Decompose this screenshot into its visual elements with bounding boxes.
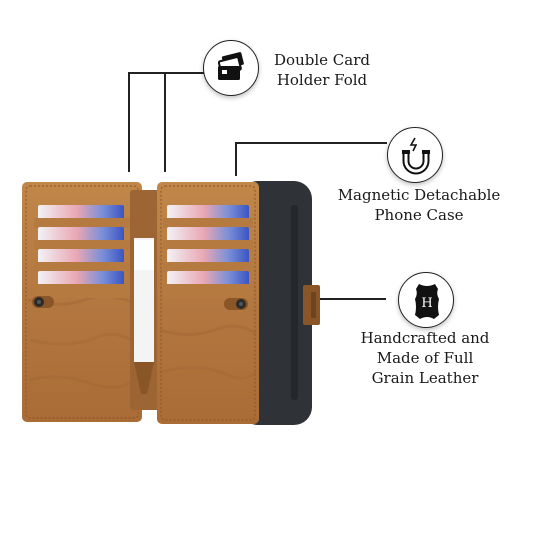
- feature-magnet-line1: Magnetic Detachable: [337, 186, 501, 204]
- card-holder-badge: [203, 40, 259, 96]
- feature-leather-line1: Handcrafted and: [360, 329, 490, 347]
- svg-text:H: H: [421, 296, 432, 311]
- feature-magnet-label: Magnetic Detachable Phone Case: [334, 185, 504, 225]
- callout-line-card-vertical-1: [128, 72, 130, 172]
- wallet-center-pocket: [130, 190, 160, 410]
- feature-leather-line3: Grain Leather: [371, 369, 479, 387]
- snap-buttons: [32, 296, 248, 310]
- feature-leather-line2: Made of Full: [376, 349, 474, 367]
- feature-card-line1: Double Card: [274, 51, 370, 69]
- callout-line-magnet-vertical: [235, 142, 237, 176]
- callout-line-leather-horizontal: [318, 298, 386, 300]
- feature-card-line2: Holder Fold: [276, 71, 368, 89]
- magnet-badge: [387, 127, 443, 183]
- magnet-icon: [402, 137, 430, 175]
- feature-card-label: Double Card Holder Fold: [262, 50, 382, 90]
- feature-leather-label: Handcrafted and Made of Full Grain Leath…: [346, 328, 504, 388]
- leather-badge: H: [398, 272, 454, 328]
- callout-line-card-vertical-2: [164, 72, 166, 172]
- callout-line-card-horizontal: [128, 72, 204, 74]
- right-card-slots: [163, 205, 253, 298]
- feature-magnet-line2: Phone Case: [374, 206, 464, 224]
- callout-line-magnet-horizontal: [235, 142, 387, 144]
- card-holder-icon: [217, 52, 244, 80]
- leather-hide-icon: H: [415, 284, 439, 319]
- left-card-slots: [34, 205, 130, 298]
